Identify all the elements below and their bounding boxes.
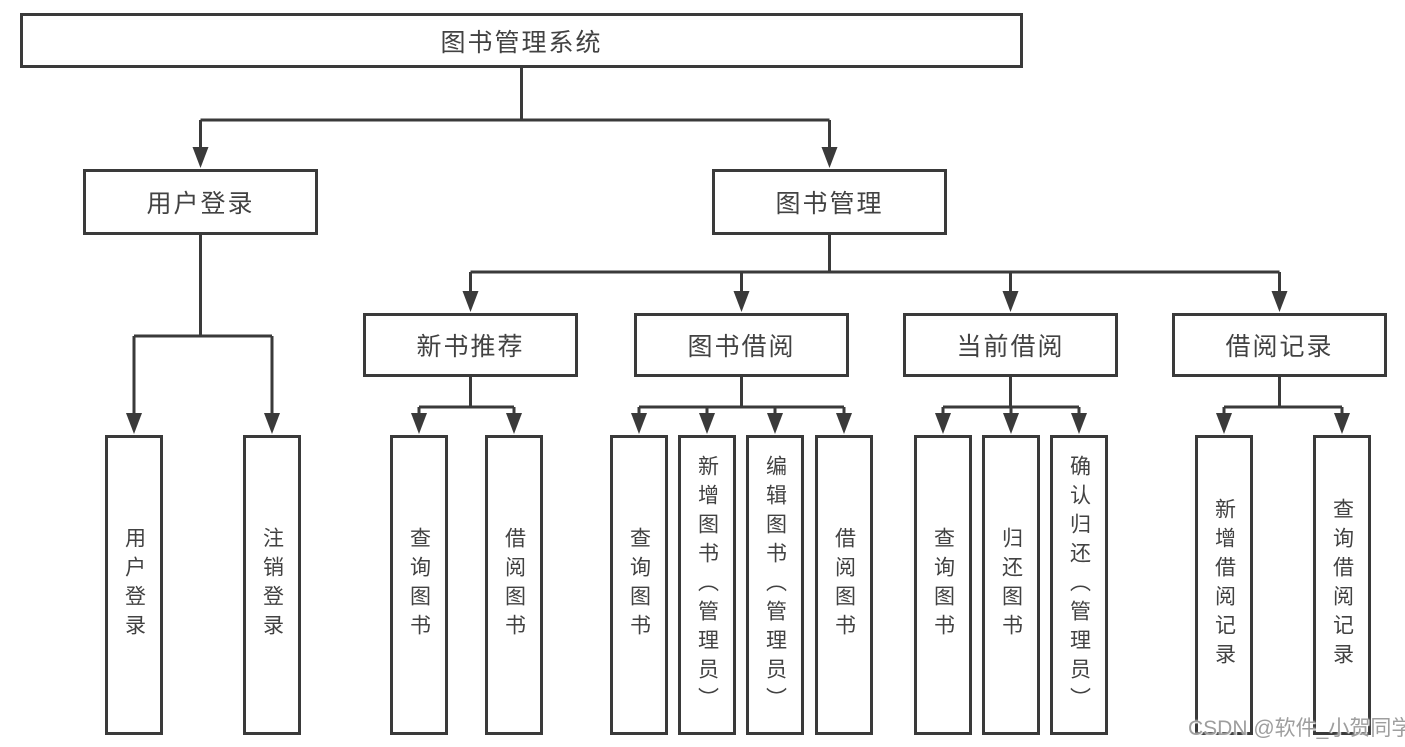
connector-line	[637, 377, 846, 414]
leaf-user-login: 用户登录	[105, 435, 163, 735]
node-new-book-recommendation: 新书推荐	[363, 313, 578, 377]
leaf-add-borrow-record: 新增借阅记录	[1195, 435, 1253, 735]
arrowhead	[1071, 413, 1087, 434]
leaf-borrow-books: 借阅图书	[815, 435, 873, 735]
arrowhead	[264, 413, 280, 434]
node-label: 图书管理系统	[440, 28, 603, 57]
node-label: 借阅图书	[502, 527, 526, 643]
arrowhead	[462, 291, 479, 312]
connector-borrowing-to-leaves	[631, 377, 852, 434]
leaf-query-borrow-record: 查询借阅记录	[1313, 435, 1371, 735]
arrowhead	[192, 147, 209, 168]
arrowhead	[1002, 291, 1019, 312]
leaf-logout-login: 注销登录	[243, 435, 301, 735]
arrowhead	[1216, 413, 1232, 434]
leaf-return-books: 归还图书	[982, 435, 1040, 735]
leaf-edit-books-admin: 编辑图书（管理员）	[746, 435, 804, 735]
connector-line	[199, 68, 831, 148]
node-label: 用户登录	[122, 527, 146, 643]
arrowhead	[699, 413, 715, 434]
node-current-borrowing: 当前借阅	[903, 313, 1118, 377]
node-label: 图书管理	[775, 190, 884, 218]
connector-line	[941, 377, 1081, 414]
connector-line	[132, 235, 274, 414]
node-label: 编辑图书（管理员）	[763, 454, 787, 716]
arrowhead	[1271, 291, 1288, 312]
leaf-confirm-return-admin: 确认归还（管理员）	[1050, 435, 1108, 735]
connector-line	[417, 377, 516, 414]
leaf-add-books-admin: 新增图书（管理员）	[678, 435, 736, 735]
node-label: 确认归还（管理员）	[1067, 454, 1091, 716]
node-label: 借阅记录	[1225, 333, 1334, 361]
node-book-borrowing: 图书借阅	[634, 313, 849, 377]
leaf-borrow-books-recommend: 借阅图书	[485, 435, 543, 735]
connector-records-to-leaves	[1216, 377, 1350, 434]
leaf-query-books-recommend: 查询图书	[390, 435, 448, 735]
connector-management-to-groups	[462, 235, 1288, 312]
node-label: 当前借阅	[956, 333, 1065, 361]
node-label: 查询图书	[627, 527, 651, 643]
node-label: 新增借阅记录	[1212, 498, 1236, 672]
node-book-management: 图书管理	[712, 169, 947, 235]
arrowhead	[1334, 413, 1350, 434]
node-label: 查询借阅记录	[1330, 498, 1354, 672]
node-library-management-system: 图书管理系统	[20, 13, 1023, 68]
arrowhead	[506, 413, 522, 434]
arrowhead	[821, 147, 838, 168]
connector-line	[469, 235, 1281, 292]
arrowhead	[1003, 413, 1019, 434]
connector-current-to-leaves	[935, 377, 1087, 434]
arrowhead	[767, 413, 783, 434]
csdn-watermark: CSDN @软件_小贺同学	[1188, 717, 1405, 740]
node-label: 新增图书（管理员）	[695, 454, 719, 716]
node-label: 查询图书	[407, 527, 431, 643]
node-label: 注销登录	[260, 527, 284, 643]
connector-root-to-level2	[192, 68, 838, 168]
arrowhead	[631, 413, 647, 434]
arrowhead	[935, 413, 951, 434]
arrowhead	[733, 291, 750, 312]
node-label: 查询图书	[931, 527, 955, 643]
arrowhead	[126, 413, 142, 434]
node-label: 用户登录	[146, 190, 255, 218]
connector-line	[1222, 377, 1344, 414]
connector-login-to-leaves	[126, 235, 280, 434]
node-borrowing-records: 借阅记录	[1172, 313, 1387, 377]
node-user-login: 用户登录	[83, 169, 318, 235]
leaf-query-books-borrowing: 查询图书	[610, 435, 668, 735]
node-label: 新书推荐	[416, 333, 525, 361]
node-label: 图书借阅	[687, 333, 796, 361]
node-label: 借阅图书	[832, 527, 856, 643]
node-label: 归还图书	[999, 527, 1023, 643]
leaf-query-books-current: 查询图书	[914, 435, 972, 735]
arrowhead	[836, 413, 852, 434]
connector-recommend-to-leaves	[411, 377, 522, 434]
arrowhead	[411, 413, 427, 434]
